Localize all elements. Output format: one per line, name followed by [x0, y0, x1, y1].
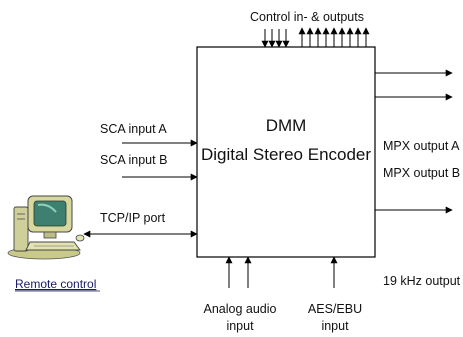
control-inputs-arrows	[261, 29, 290, 48]
analog-audio-label-line2: input	[226, 319, 254, 333]
encoder-title-line1: DMM	[266, 116, 307, 135]
sca-input-b-label: SCA input B	[100, 153, 167, 167]
aes-ebu-label-line2: input	[321, 319, 349, 333]
remote-control-label: Remote control	[15, 277, 96, 291]
mpx-output-arrows	[375, 69, 453, 101]
tcpip-port-label: TCP/IP port	[100, 211, 166, 225]
control-io-label: Control in- & outputs	[250, 10, 364, 24]
encoder-title-line2: Digital Stereo Encoder	[201, 145, 371, 164]
analog-audio-arrows	[225, 256, 252, 288]
sca-input-a-label: SCA input A	[100, 122, 167, 136]
mpx-output-a-label: MPX output A	[383, 139, 460, 153]
khz-output-label: 19 kHz output	[383, 274, 461, 288]
mpx-output-b-label: MPX output B	[383, 166, 460, 180]
computer-icon	[7, 195, 85, 260]
encoder-box	[196, 46, 376, 258]
aes-ebu-label-line1: AES/EBU	[308, 302, 362, 316]
analog-audio-label-line1: Analog audio	[204, 302, 277, 316]
control-outputs-arrows	[298, 27, 370, 47]
